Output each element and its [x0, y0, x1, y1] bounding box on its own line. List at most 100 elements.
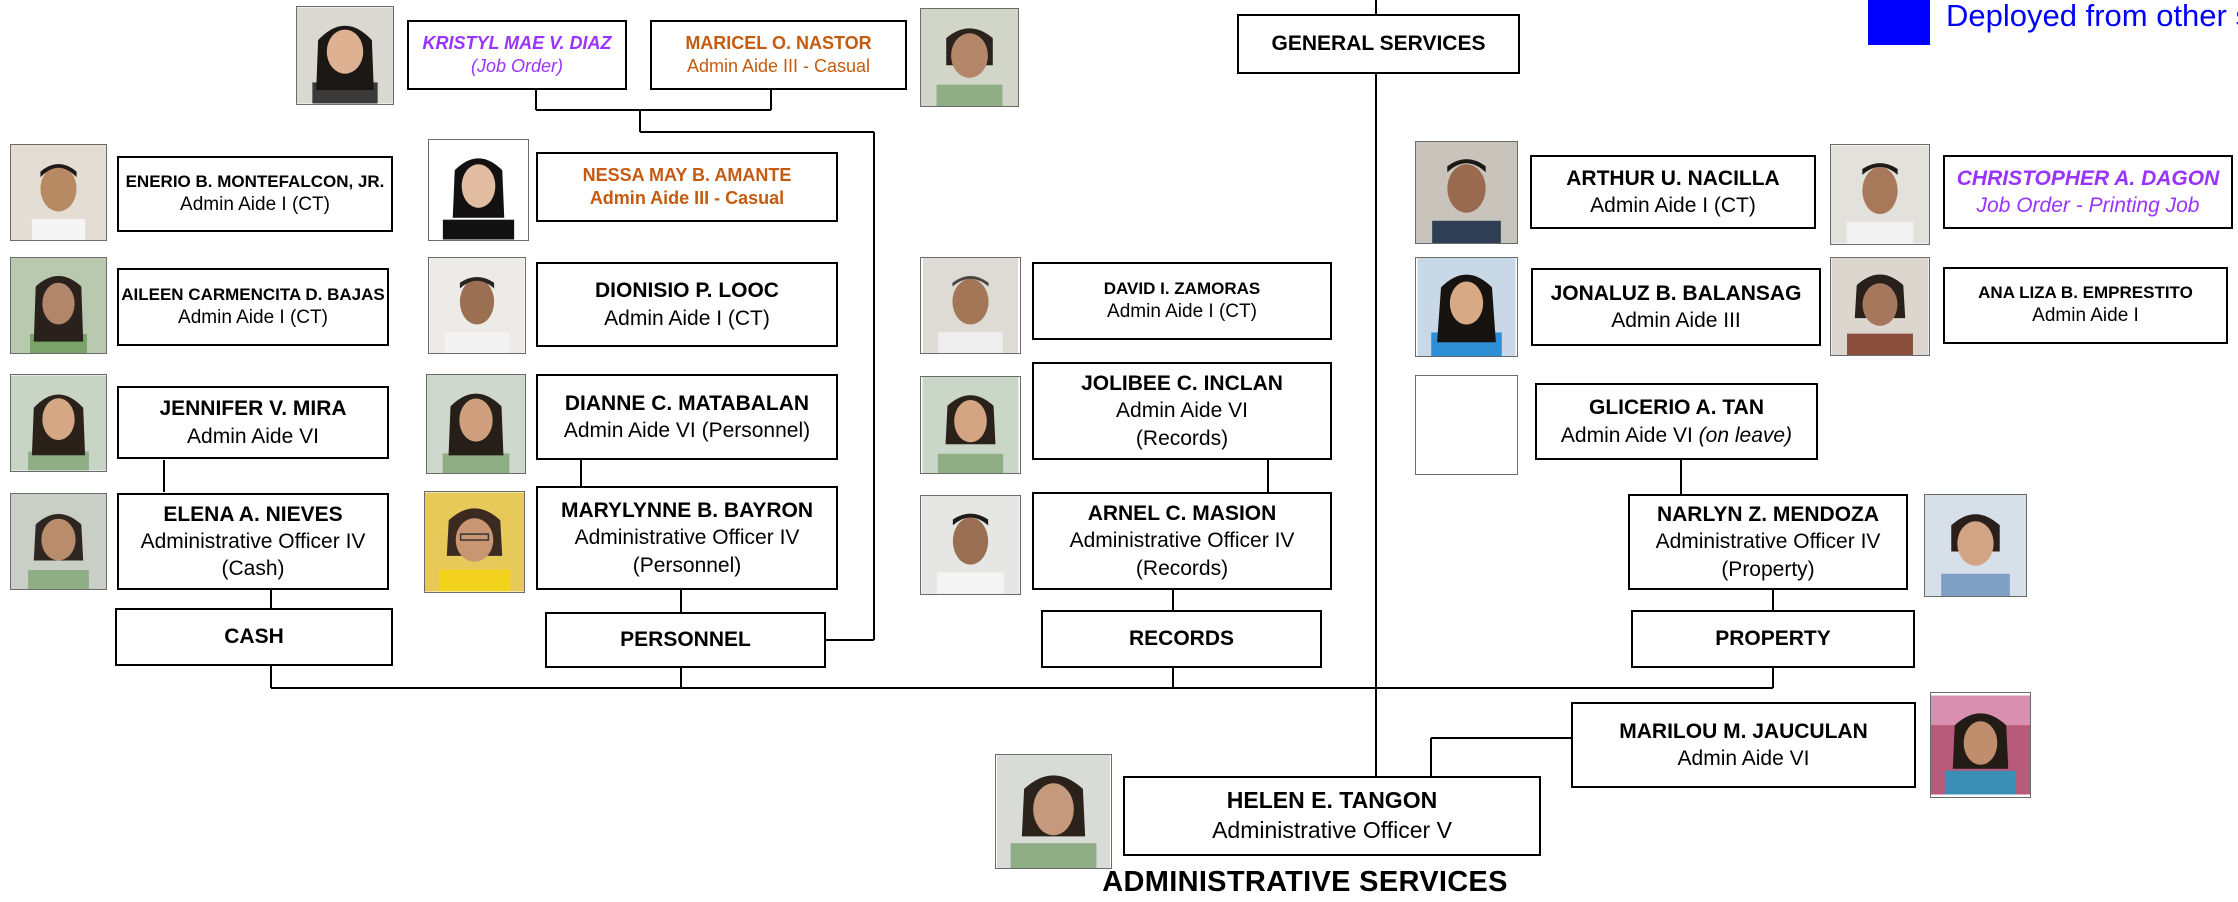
photo-elena [10, 493, 107, 590]
person-role: Admin Aide I [2032, 305, 2139, 327]
person-name: ANA LIZA B. EMPRESTITO [1978, 283, 2193, 303]
photo-david [920, 257, 1021, 354]
person-role: Admin Aide I (CT) [180, 193, 330, 215]
person-name: GLICERIO A. TAN [1589, 396, 1764, 420]
person-name: HELEN E. TANGON [1226, 787, 1438, 814]
photo-kristyl [296, 6, 394, 105]
photo-jonaluz [1415, 257, 1518, 357]
person-role: (Job Order) [470, 56, 564, 76]
card-aileen: AILEEN CARMENCITA D. BAJAS Admin Aide I … [117, 268, 389, 346]
photo-dionisio [428, 257, 526, 354]
card-kristyl: KRISTYL MAE V. DIAZ (Job Order) [407, 20, 627, 90]
person-role: Admin Aide III - Casual [589, 188, 785, 208]
person-role-detail: (Property) [1721, 557, 1815, 581]
person-name: ENERIO B. MONTEFALCON, JR. [125, 171, 385, 191]
card-arthur: ARTHUR U. NACILLA Admin Aide I (CT) [1530, 155, 1816, 229]
person-name: ARNEL C. MASION [1087, 502, 1277, 526]
photo-dianne [426, 374, 526, 474]
person-name: NARLYN Z. MENDOZA [1656, 503, 1880, 527]
person-name: JOLIBEE C. INCLAN [1081, 372, 1283, 396]
person-role: Admin Aide I (CT) [1107, 300, 1257, 322]
legend-swatch [1868, 0, 1930, 45]
photo-arnel [920, 495, 1021, 595]
card-christopher: CHRISTOPHER A. DAGON Job Order - Printin… [1943, 155, 2233, 229]
person-role: Administrative Officer IV [1655, 530, 1881, 554]
person-role: Admin Aide VI (on leave) [1561, 422, 1792, 449]
unit-records: RECORDS [1041, 610, 1322, 668]
person-role: Admin Aide I (CT) [178, 306, 328, 328]
card-dianne: DIANNE C. MATABALAN Admin Aide VI (Perso… [536, 374, 838, 460]
card-enerio: ENERIO B. MONTEFALCON, JR. Admin Aide I … [117, 156, 393, 232]
photo-ana-liza [1830, 257, 1930, 356]
photo-maricel [920, 8, 1019, 107]
role-note: (on leave) [1698, 423, 1793, 447]
person-role: Administrative Officer IV [1069, 529, 1295, 553]
role-title: Admin Aide VI [1560, 423, 1693, 447]
person-name: DIANNE C. MATABALAN [564, 391, 810, 415]
person-role: Admin Aide VI [1116, 399, 1248, 423]
person-role: Admin Aide VI (Personnel) [563, 419, 811, 442]
unit-general-services: GENERAL SERVICES [1237, 14, 1520, 74]
person-role: Admin Aide III - Casual [686, 56, 871, 76]
card-ana-liza: ANA LIZA B. EMPRESTITO Admin Aide I [1943, 267, 2228, 344]
photo-marylynne [424, 491, 525, 593]
unit-label: CASH [224, 625, 284, 649]
photo-aileen [10, 257, 107, 354]
photo-jolibee [920, 376, 1021, 474]
chart-title: ADMINISTRATIVE SERVICES [1102, 866, 1508, 898]
person-role: Job Order - Printing Job [1976, 194, 2200, 217]
person-role-detail: (Cash) [221, 557, 285, 581]
card-helen: HELEN E. TANGON Administrative Officer V [1123, 776, 1541, 856]
photo-arthur [1415, 141, 1518, 244]
photo-jennifer [10, 374, 107, 472]
person-role: Administrative Officer IV [140, 529, 366, 553]
unit-label: PERSONNEL [620, 628, 751, 652]
person-name: JONALUZ B. BALANSAG [1550, 281, 1802, 305]
unit-personnel: PERSONNEL [545, 612, 826, 668]
person-role: Administrative Officer IV [574, 526, 800, 550]
card-elena: ELENA A. NIEVES Administrative Officer I… [117, 493, 389, 590]
photo-enerio [10, 144, 107, 241]
person-role: Admin Aide VI [187, 424, 319, 448]
photo-narlyn [1924, 494, 2027, 597]
card-marilou: MARILOU M. JAUCULAN Admin Aide VI [1571, 702, 1916, 788]
person-role: Admin Aide I (CT) [604, 306, 770, 330]
unit-label: PROPERTY [1715, 627, 1831, 651]
person-name: JENNIFER V. MIRA [159, 397, 347, 421]
unit-property: PROPERTY [1631, 610, 1915, 668]
person-role: Admin Aide I (CT) [1590, 194, 1756, 217]
card-jolibee: JOLIBEE C. INCLAN Admin Aide VI (Records… [1032, 362, 1332, 460]
card-marylynne: MARYLYNNE B. BAYRON Administrative Offic… [536, 486, 838, 590]
photo-nessa [428, 139, 529, 241]
person-role: Administrative Officer V [1212, 817, 1452, 843]
unit-label: RECORDS [1128, 627, 1234, 651]
card-dionisio: DIONISIO P. LOOC Admin Aide I (CT) [536, 262, 838, 347]
person-role-detail: (Personnel) [632, 553, 742, 577]
card-david: DAVID I. ZAMORAS Admin Aide I (CT) [1032, 262, 1332, 340]
card-maricel: MARICEL O. NASTOR Admin Aide III - Casua… [650, 20, 907, 90]
person-name: AILEEN CARMENCITA D. BAJAS [121, 284, 385, 304]
person-name: DAVID I. ZAMORAS [1103, 278, 1261, 298]
card-jonaluz: JONALUZ B. BALANSAG Admin Aide III [1531, 268, 1821, 346]
person-name: CHRISTOPHER A. DAGON [1956, 166, 2220, 190]
photo-helen [995, 754, 1112, 869]
person-name: KRISTYL MAE V. DIAZ [422, 32, 612, 53]
person-name: MARICEL O. NASTOR [685, 32, 872, 53]
person-name: DIONISIO P. LOOC [595, 279, 779, 303]
photo-marilou [1930, 692, 2031, 798]
card-narlyn: NARLYN Z. MENDOZA Administrative Officer… [1628, 494, 1908, 590]
card-nessa: NESSA MAY B. AMANTE Admin Aide III - Cas… [536, 152, 838, 222]
card-jennifer: JENNIFER V. MIRA Admin Aide VI [117, 386, 389, 459]
unit-label: GENERAL SERVICES [1271, 32, 1486, 56]
person-role: Admin Aide VI [1677, 747, 1810, 770]
person-role-detail: (Records) [1135, 426, 1229, 450]
photo-christopher [1830, 144, 1930, 245]
legend-label: Deployed from other s [1946, 0, 2238, 33]
unit-cash: CASH [115, 608, 393, 666]
person-name: NESSA MAY B. AMANTE [582, 164, 792, 185]
person-role: Admin Aide III [1611, 309, 1741, 332]
person-role-detail: (Records) [1135, 556, 1229, 580]
card-arnel: ARNEL C. MASION Administrative Officer I… [1032, 492, 1332, 590]
